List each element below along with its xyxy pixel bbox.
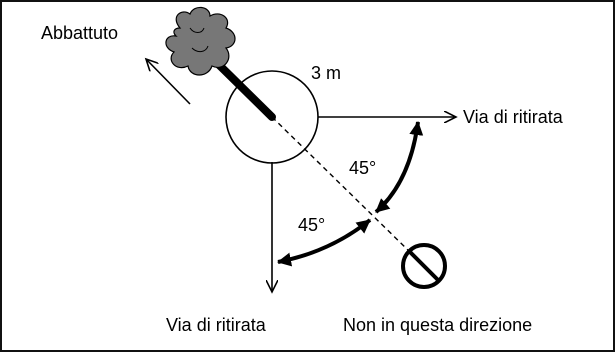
retreat-label-down: Via di ritirata [166, 315, 267, 335]
angle-arc-upper [374, 121, 424, 214]
safety-radius-circle [225, 70, 319, 164]
felled-label: Abbattuto [41, 23, 118, 43]
radius-label: 3 m [311, 63, 341, 83]
no-direction-label: Non in questa direzione [343, 315, 532, 335]
fall-direction-arrow [146, 59, 191, 105]
angle-arc-lower [277, 218, 372, 267]
tree-crown-icon [165, 6, 236, 76]
prohibited-icon [401, 243, 447, 289]
forbidden-direction-line [271, 116, 413, 255]
angle-label-upper: 45° [349, 158, 376, 178]
angle-label-lower: 45° [298, 215, 325, 235]
retreat-label-right: Via di ritirata [463, 107, 564, 127]
